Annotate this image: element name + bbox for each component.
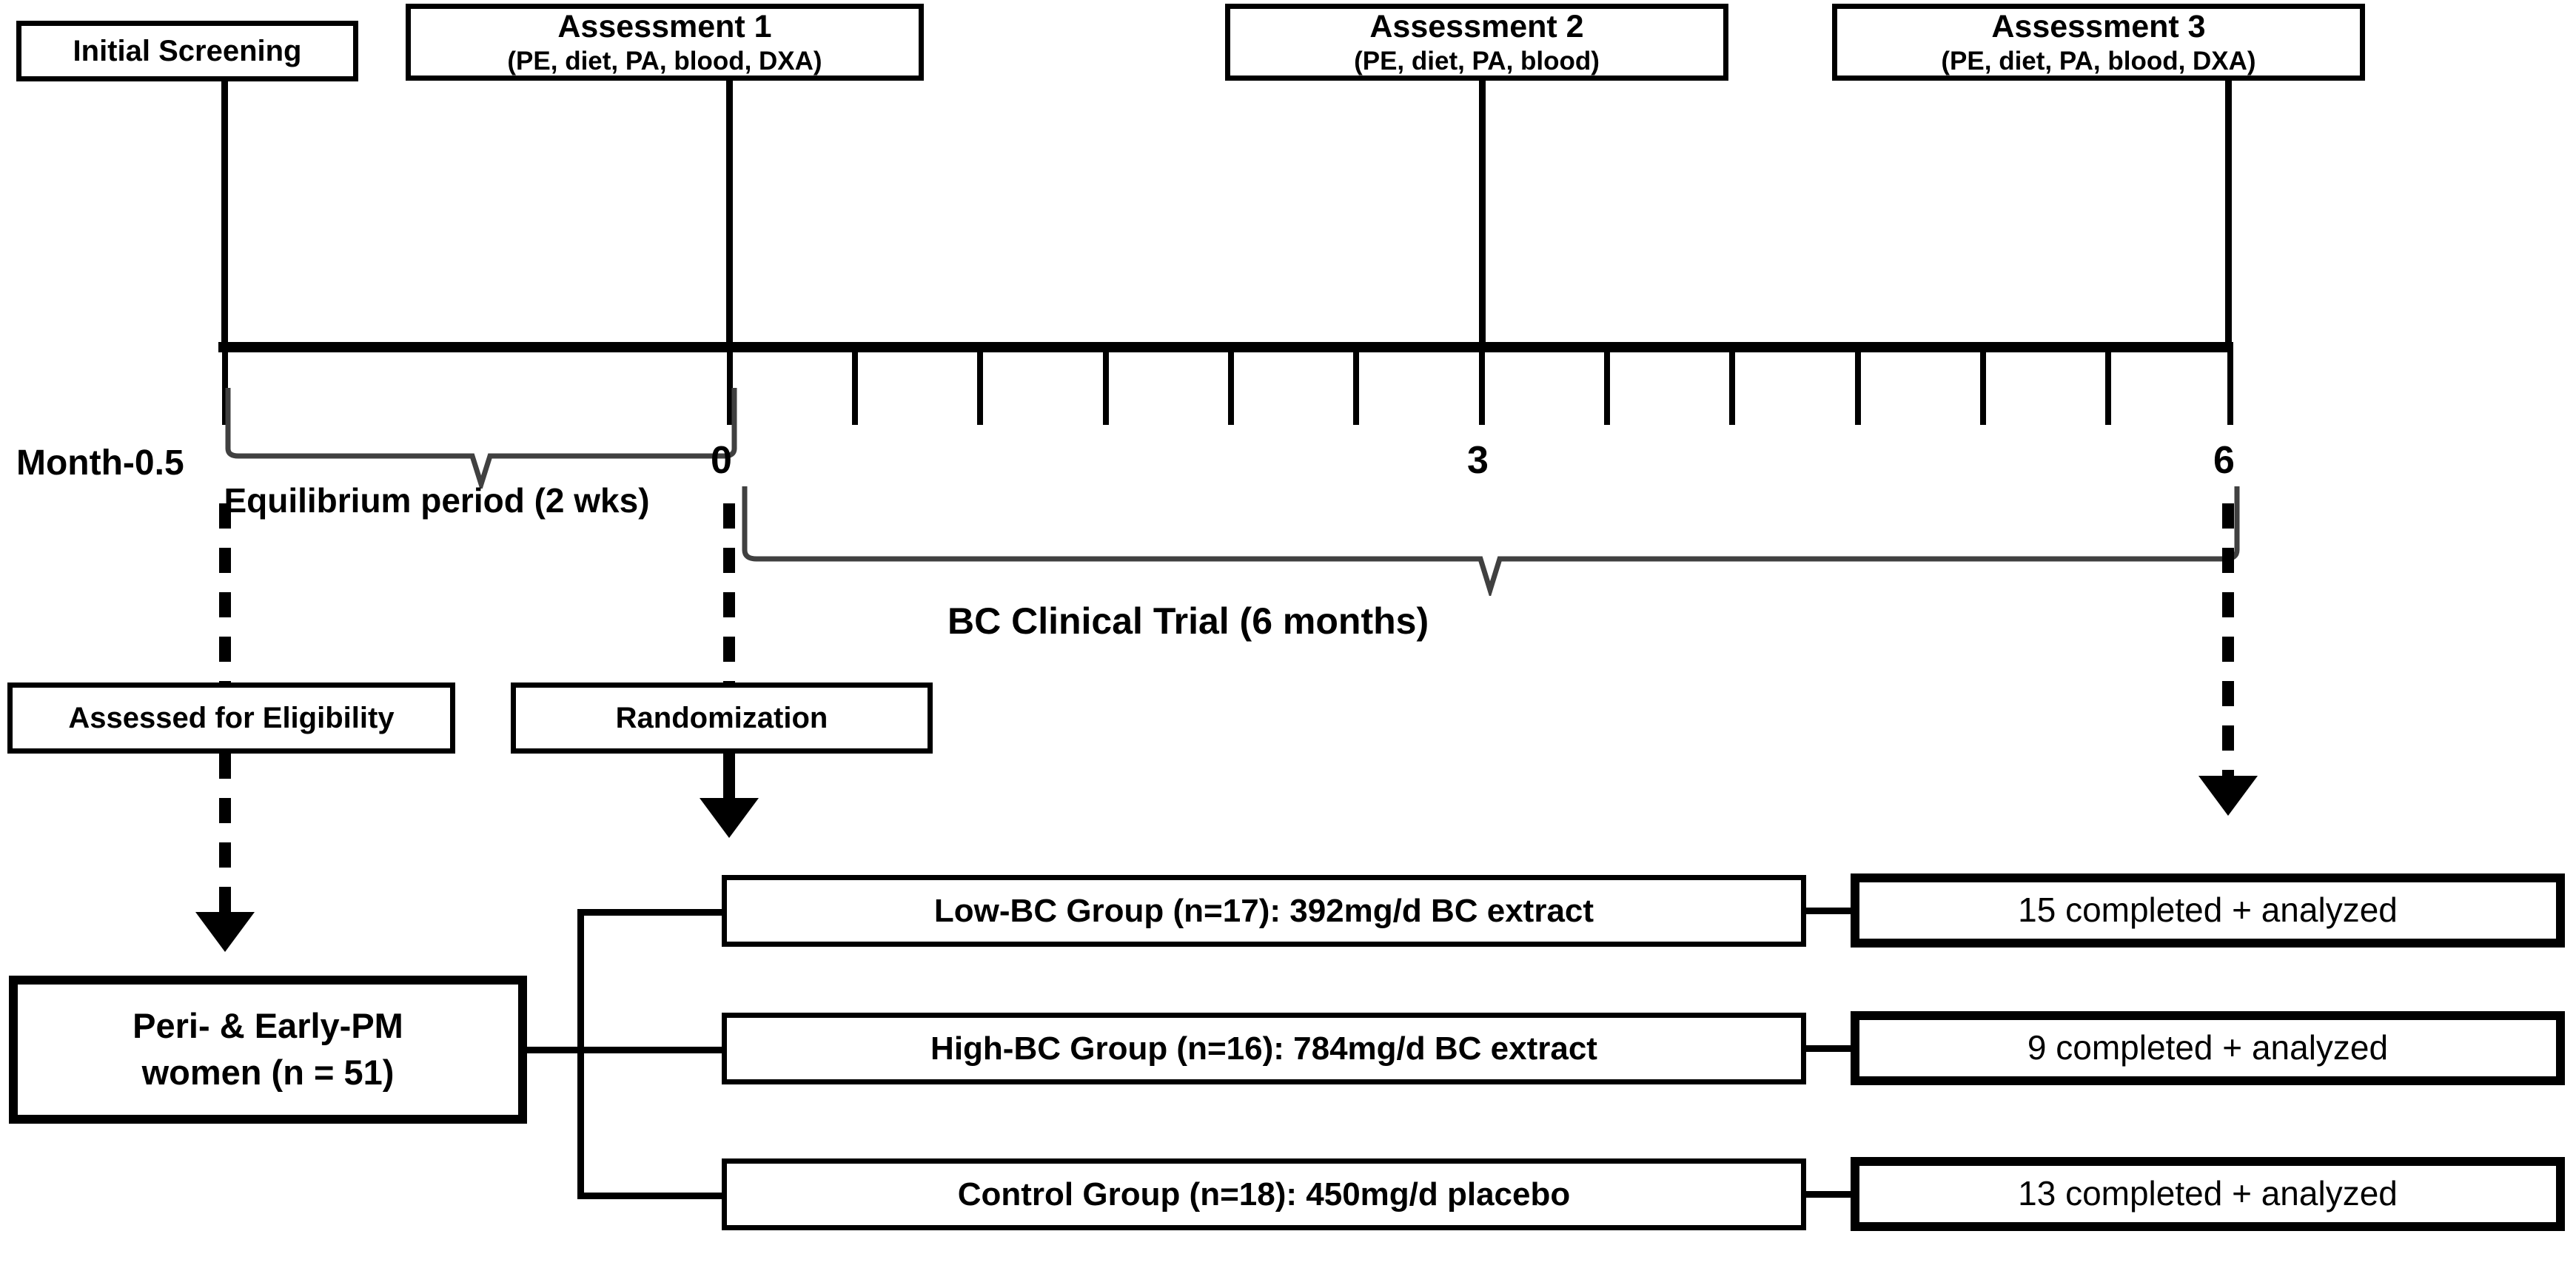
assessment-2-detail: (PE, diet, PA, blood) <box>1354 46 1600 76</box>
equilibrium-brace <box>222 385 740 493</box>
axis-tick <box>1479 348 1485 425</box>
enrolled-line-2: women (n = 51) <box>141 1053 395 1092</box>
axis-tick <box>727 348 733 425</box>
arrowhead-randomization <box>700 798 759 838</box>
equilibrium-period-label: Equilibrium period (2 wks) <box>215 481 659 520</box>
axis-tick <box>1228 348 1234 425</box>
axis-tick <box>222 348 228 425</box>
connector-control-to-outcome <box>1806 1191 1856 1198</box>
outcome-box-low-bc: 15 completed + analyzed <box>1851 873 2565 948</box>
outcome-label-control: 13 completed + analyzed <box>2018 1174 2398 1213</box>
assessment-1-box: Assessment 1 (PE, diet, PA, blood, DXA) <box>406 4 924 81</box>
axis-tick <box>1729 348 1735 425</box>
assessment-1-title: Assessment 1 <box>557 8 772 44</box>
axis-tick <box>1353 348 1359 425</box>
dashed-line-month6-to-outcomes <box>2222 503 2234 779</box>
group-label-high-bc: High-BC Group (n=16): 784mg/d BC extract <box>930 1030 1597 1067</box>
dashed-line-screening-to-eligibility <box>219 503 231 683</box>
dashed-line-eligibility-to-enrolled <box>219 754 231 913</box>
assessment-1-detail: (PE, diet, PA, blood, DXA) <box>507 46 822 76</box>
stem-initial-screening <box>221 81 228 344</box>
trial-label-text: BC Clinical Trial (6 months) <box>947 600 1429 642</box>
stem-assessment-2 <box>1479 81 1486 344</box>
group-box-low-bc: Low-BC Group (n=17): 392mg/d BC extract <box>722 875 1806 947</box>
axis-tick <box>2227 348 2233 425</box>
assessment-3-detail: (PE, diet, PA, blood, DXA) <box>1941 46 2256 76</box>
axis-tick <box>1604 348 1610 425</box>
group-label-low-bc: Low-BC Group (n=17): 392mg/d BC extract <box>933 892 1594 929</box>
connector-arm-low-bc <box>577 909 724 916</box>
initial-screening-box: Initial Screening <box>16 21 358 81</box>
stem-assessment-1 <box>726 81 733 344</box>
group-box-high-bc: High-BC Group (n=16): 784mg/d BC extract <box>722 1013 1806 1084</box>
equilibrium-line-2: (2 wks) <box>534 481 650 520</box>
trial-period-label: BC Clinical Trial (6 months) <box>947 600 1429 643</box>
stem-assessment-3 <box>2225 81 2232 344</box>
axis-label-month-6: 6 <box>2213 439 2235 482</box>
axis-tick <box>977 348 983 425</box>
assessed-for-eligibility-box: Assessed for Eligibility <box>7 683 455 754</box>
enrolled-line-1: Peri- & Early-PM <box>133 1006 403 1046</box>
connector-low-bc-to-outcome <box>1806 908 1856 914</box>
assessment-3-box: Assessment 3 (PE, diet, PA, blood, DXA) <box>1832 4 2365 81</box>
arrowhead-to-enrolled <box>195 912 255 952</box>
group-label-control: Control Group (n=18): 450mg/d placebo <box>957 1176 1571 1213</box>
enrolled-women-box: Peri- & Early-PM women (n = 51) <box>9 976 527 1124</box>
connector-enrolled-stub <box>527 1047 577 1053</box>
dashed-line-month0-to-randomization <box>723 503 735 683</box>
axis-tick <box>2105 348 2111 425</box>
connector-high-bc-to-outcome <box>1806 1045 1856 1052</box>
axis-tick <box>1855 348 1861 425</box>
assessment-2-title: Assessment 2 <box>1369 8 1584 44</box>
outcome-box-high-bc: 9 completed + analyzed <box>1851 1011 2565 1085</box>
axis-tick <box>1980 348 1986 425</box>
assessed-for-eligibility-label: Assessed for Eligibility <box>68 701 395 734</box>
axis-label-month-0: 0 <box>711 439 732 482</box>
axis-label-month-3: 3 <box>1467 439 1489 482</box>
outcome-box-control: 13 completed + analyzed <box>1851 1157 2565 1231</box>
randomization-box: Randomization <box>511 683 933 754</box>
connector-arm-control <box>577 1193 724 1199</box>
group-box-control: Control Group (n=18): 450mg/d placebo <box>722 1158 1806 1230</box>
axis-label-month-start: Month-0.5 <box>16 443 184 483</box>
assessment-3-title: Assessment 3 <box>1991 8 2206 44</box>
randomization-label: Randomization <box>615 701 828 734</box>
outcome-label-high-bc: 9 completed + analyzed <box>2027 1028 2389 1067</box>
initial-screening-title: Initial Screening <box>73 34 302 67</box>
connector-arm-high-bc <box>577 1047 724 1053</box>
axis-tick <box>852 348 858 425</box>
assessment-2-box: Assessment 2 (PE, diet, PA, blood) <box>1225 4 1728 81</box>
connector-branch-trunk <box>577 909 584 1199</box>
timeline-axis <box>218 342 2233 352</box>
line-randomization-down <box>723 754 735 799</box>
equilibrium-line-1: Equilibrium period <box>224 481 525 520</box>
trial-brace <box>740 485 2243 599</box>
outcome-label-low-bc: 15 completed + analyzed <box>2018 891 2398 930</box>
arrowhead-to-outcomes <box>2198 776 2258 816</box>
axis-tick <box>1103 348 1109 425</box>
